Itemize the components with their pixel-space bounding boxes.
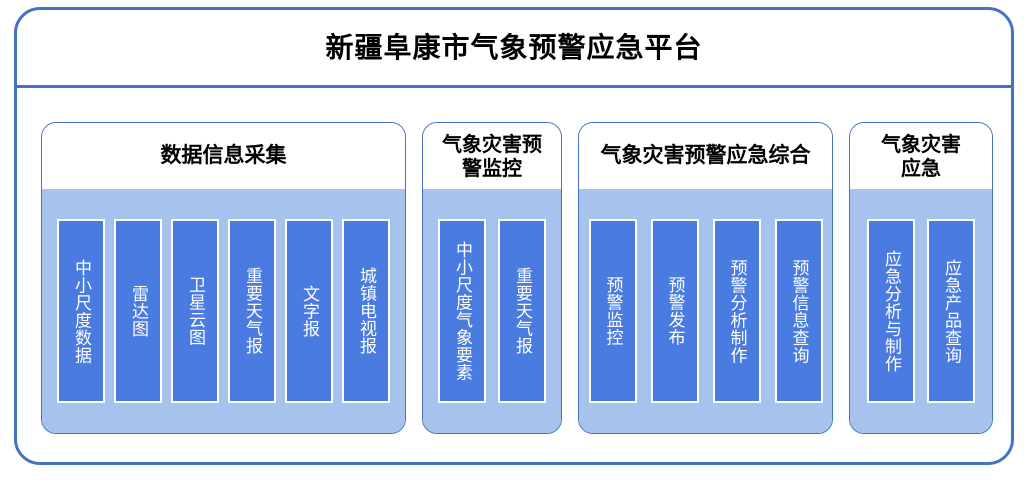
item-label: 重要天气报 [242,267,262,355]
item-chip[interactable]: 预警监控 [588,219,637,403]
item-label: 卫星云图 [185,276,205,346]
item-chip[interactable]: 重要天气报 [498,219,546,403]
item-chip[interactable]: 卫星云图 [171,219,219,403]
item-chip[interactable]: 重要天气报 [228,219,276,403]
page-title: 新疆阜康市气象预警应急平台 [325,30,703,64]
item-label: 中小尺度数据 [71,258,91,364]
item-label: 预警发布 [664,276,685,346]
group-body: 预警监控 预警发布 预警分析制作 预警信息查询 [579,189,832,433]
platform-title-bar: 新疆阜康市气象预警应急平台 [17,10,1011,88]
item-label: 预警信息查询 [788,258,809,364]
group-body: 中小尺度数据 雷达图 卫星云图 重要天气报 文字报 城镇电视报 [42,189,405,433]
item-label: 城镇电视报 [356,267,376,355]
platform-frame: 新疆阜康市气象预警应急平台 数据信息采集 中小尺度数据 雷达图 卫星云图 重要天… [14,7,1014,465]
item-chip[interactable]: 应急分析与制作 [867,219,915,403]
group-body: 中小尺度气象要素 重要天气报 [423,189,561,433]
item-chip[interactable]: 预警发布 [650,219,699,403]
item-chip[interactable]: 应急产品查询 [927,219,975,403]
group-header: 气象灾害预 警监控 [423,123,561,189]
group-title: 数据信息采集 [160,143,287,168]
item-chip[interactable]: 中小尺度气象要素 [438,219,486,403]
item-chip[interactable]: 中小尺度数据 [57,219,105,403]
group-warning-emergency-integrated[interactable]: 气象灾害预警应急综合 预警监控 预警发布 预警分析制作 预警信息查询 [578,122,833,434]
group-header: 气象灾害预警应急综合 [579,123,832,189]
group-disaster-emergency[interactable]: 气象灾害 应急 应急分析与制作 应急产品查询 [849,122,993,434]
group-body: 应急分析与制作 应急产品查询 [850,189,992,433]
group-data-collection[interactable]: 数据信息采集 中小尺度数据 雷达图 卫星云图 重要天气报 文字报 [41,122,406,434]
item-label: 重要天气报 [512,267,532,355]
item-chip[interactable]: 文字报 [285,219,333,403]
item-chip[interactable]: 雷达图 [114,219,162,403]
group-title: 气象灾害预 警监控 [442,131,542,180]
group-header: 气象灾害 应急 [850,123,992,189]
item-chip[interactable]: 预警信息查询 [774,219,823,403]
platform-body: 数据信息采集 中小尺度数据 雷达图 卫星云图 重要天气报 文字报 [17,91,1011,462]
item-chip[interactable]: 城镇电视报 [342,219,390,403]
group-header: 数据信息采集 [42,123,405,189]
item-label: 应急分析与制作 [881,249,901,373]
group-title: 气象灾害 应急 [881,131,961,180]
group-title: 气象灾害预警应急综合 [600,143,811,168]
item-label: 中小尺度气象要素 [452,241,472,381]
group-disaster-warning-monitoring[interactable]: 气象灾害预 警监控 中小尺度气象要素 重要天气报 [422,122,562,434]
item-label: 应急产品查询 [941,258,961,364]
item-chip[interactable]: 预警分析制作 [712,219,761,403]
item-label: 文字报 [299,284,319,338]
item-label: 预警监控 [602,276,623,346]
item-label: 雷达图 [128,284,148,338]
item-label: 预警分析制作 [726,258,747,364]
